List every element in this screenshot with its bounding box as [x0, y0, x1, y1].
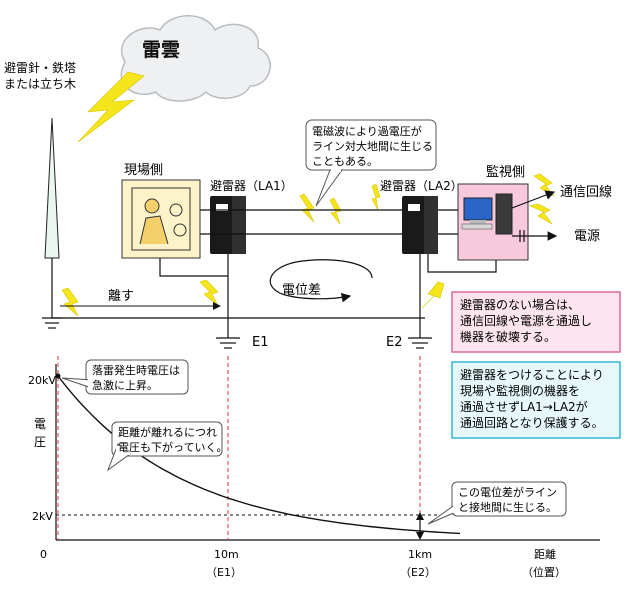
- x-sublabel-e2: （E2）: [400, 566, 436, 579]
- la1-label: 避雷器（LA1）: [210, 179, 293, 193]
- lightning-bolt-icon: [77, 71, 145, 143]
- lightning-bolt-icon: [329, 197, 342, 225]
- with-arrester-line2: 現場や監視側の機器を: [460, 383, 580, 398]
- decay-note-line1: 距離が離れるにつれ: [118, 425, 217, 439]
- x-caption-1: 距離: [534, 547, 556, 561]
- potential-label: 電位差: [282, 283, 321, 298]
- no-arrester-line2: 通信回線や電源を通過し: [460, 313, 592, 328]
- y-axis-label-1: 電: [34, 417, 46, 431]
- monitor-equipment: [457, 183, 529, 261]
- peak-note-line1: 落雷発生時電圧は: [92, 363, 180, 377]
- rod-label-line1: 避雷針・鉄塔: [4, 60, 76, 75]
- em-callout-line1: 電磁波により過電圧が: [312, 124, 422, 138]
- potential-diff-line2: と接地間に生じる。: [458, 500, 557, 514]
- decay-note: 距離が離れるにつれ 電圧も下がっていく。: [106, 421, 227, 472]
- potential-diff-note: この電位差がライン と接地間に生じる。: [427, 481, 567, 525]
- power-label: 電源: [574, 229, 600, 244]
- e1-label: E1: [252, 335, 269, 350]
- no-arrester-line1: 避雷器のない場合は、: [460, 297, 580, 312]
- lightning-bolt-icon: [371, 183, 381, 211]
- peak-note-line2: 急激に上昇。: [92, 378, 158, 392]
- with-arrester-line4: 通過回路となり保護する。: [460, 415, 604, 430]
- separate-label: 離す: [108, 289, 134, 304]
- lightning-bolt-icon: [299, 193, 315, 223]
- rod-label-line2: または立ち木: [4, 76, 76, 91]
- with-arrester-note: 避雷器をつけることにより 現場や監視側の機器を 通過させずLA1→LA2が 通過…: [451, 361, 621, 439]
- with-arrester-line1: 避雷器をつけることにより: [460, 368, 604, 382]
- em-wave-callout: 電磁波により過電圧が ライン対大地間に生じる こともある。: [305, 119, 437, 207]
- with-arrester-line3: 通過させずLA1→LA2が: [460, 399, 588, 414]
- em-callout-line2: ライン対大地間に生じる: [312, 139, 433, 153]
- e2-label: E2: [386, 335, 403, 350]
- voltage-distance-chart: 電 圧 20kV 2kV 0 10m 1km （E1） （E2） 距離 （位置）…: [28, 356, 600, 579]
- no-arrester-line3: 機器を破壊する。: [460, 329, 556, 344]
- la2-label: 避雷器（LA2）: [380, 179, 463, 193]
- y-tick-2kv: 2kV: [32, 510, 53, 523]
- peak-point: [55, 373, 61, 379]
- x-caption-2: （位置）: [522, 565, 566, 579]
- peak-note: 落雷発生時電圧は 急激に上昇。: [61, 359, 189, 395]
- comm-line-label: 通信回線: [560, 184, 612, 200]
- x-sublabel-e1: （E1）: [206, 566, 242, 579]
- em-callout-line3: こともある。: [312, 155, 378, 168]
- decay-note-line2: 電圧も下がっていく。: [118, 440, 227, 454]
- arrester-la1: [210, 196, 246, 254]
- cloud-label: 雷雲: [142, 39, 180, 61]
- site-label: 現場側: [124, 163, 163, 178]
- x-tick-0: 0: [40, 548, 47, 561]
- thundercloud: 雷雲: [120, 15, 271, 102]
- x-tick-1km: 1km: [408, 548, 432, 561]
- potential-loop-arrow: [269, 259, 373, 303]
- lightning-bolt-icon: [61, 287, 79, 317]
- arrester-la2: [402, 196, 438, 254]
- no-arrester-note: 避雷器のない場合は、 通信回線や電源を通過し 機器を破壊する。: [451, 291, 621, 353]
- y-tick-20kv: 20kV: [28, 374, 56, 387]
- site-equipment: [121, 179, 201, 259]
- potential-diff-line1: この電位差がライン: [458, 485, 557, 499]
- lightning-bolt-icon: [421, 281, 445, 309]
- y-axis-label-2: 圧: [34, 435, 46, 449]
- lightning-rod-tower: [42, 117, 62, 329]
- monitor-label: 監視側: [486, 164, 525, 180]
- lightning-bolt-icon: [529, 203, 553, 225]
- lightning-bolt-icon: [199, 279, 219, 307]
- x-tick-10m: 10m: [214, 548, 239, 561]
